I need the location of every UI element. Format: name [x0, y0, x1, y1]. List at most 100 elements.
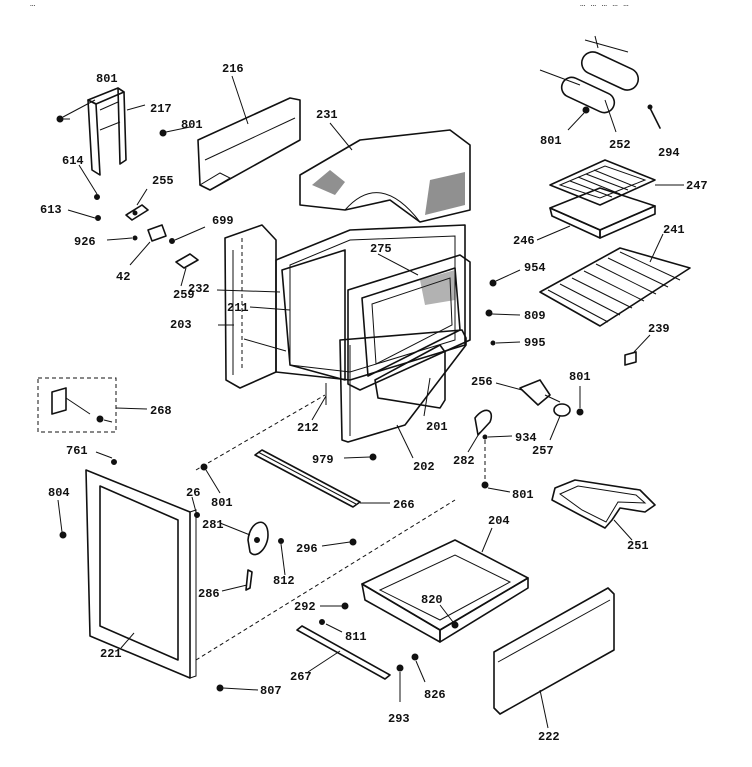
door-panel-202 [339, 329, 467, 443]
callout-282: 282 [453, 454, 475, 468]
callout-926: 926 [74, 235, 96, 249]
callout-820: 820 [421, 593, 443, 607]
callout-286: 286 [198, 587, 220, 601]
bracket-282 [467, 409, 493, 453]
header-left-text: … [30, 0, 35, 9]
callout-296: 296 [296, 542, 318, 556]
callout-995: 995 [524, 336, 546, 350]
callout-239: 239 [648, 322, 670, 336]
back-panel-216 [197, 97, 301, 191]
clip-926 [106, 235, 138, 241]
callout-613: 613 [40, 203, 62, 217]
screw-26 [191, 496, 200, 518]
callout-801: 801 [540, 134, 562, 148]
callout-281: 281 [202, 518, 224, 532]
callout-954: 954 [524, 261, 546, 275]
broiler-grid-247 [549, 159, 656, 206]
screw-292 [320, 602, 349, 610]
callout-807: 807 [260, 684, 282, 698]
callout-293: 293 [388, 712, 410, 726]
oven-rack-241 [539, 247, 691, 327]
pin-294 [647, 104, 661, 129]
bracket-259 [175, 253, 199, 287]
callout-211: 211 [227, 301, 249, 315]
callout-809: 809 [524, 309, 546, 323]
screw-804 [57, 499, 67, 539]
callout-255: 255 [152, 174, 174, 188]
callout-275: 275 [370, 242, 392, 256]
element-251 [551, 479, 656, 529]
door-liner-201 [374, 344, 446, 409]
screw-826 [411, 653, 426, 683]
broiler-pan-246 [549, 187, 656, 239]
callout-699: 699 [212, 214, 234, 228]
spring-286 [245, 569, 253, 591]
callout-804: 804 [48, 486, 70, 500]
screw-801f [481, 440, 511, 493]
callout-217: 217 [150, 102, 172, 116]
screw-761 [95, 451, 117, 465]
callout-979: 979 [312, 453, 334, 467]
callout-801: 801 [96, 72, 118, 86]
callout-801: 801 [512, 488, 534, 502]
bracket-268 [37, 377, 117, 433]
callout-204: 204 [488, 514, 510, 528]
hinge-281 [247, 521, 269, 556]
callout-934: 934 [515, 431, 537, 445]
screw-809 [485, 309, 521, 317]
callout-761: 761 [66, 444, 88, 458]
clip-934 [482, 434, 513, 440]
callout-801: 801 [569, 370, 591, 384]
screw-812 [278, 538, 286, 576]
callout-212: 212 [297, 421, 319, 435]
callout-292: 292 [294, 600, 316, 614]
broiler-pan-252b [539, 69, 616, 114]
rail-266 [254, 449, 361, 508]
clip-995 [490, 340, 521, 346]
screw-801d [567, 106, 590, 131]
screw-613 [67, 209, 101, 221]
inner-liner-211 [281, 249, 346, 381]
callout-203: 203 [170, 318, 192, 332]
callout-259: 259 [173, 288, 195, 302]
callout-257: 257 [532, 444, 554, 458]
oven-frame-275 [347, 254, 471, 391]
callout-222: 222 [538, 730, 560, 744]
callout-294: 294 [658, 146, 680, 160]
callout-42: 42 [116, 270, 130, 284]
door-221 [85, 469, 197, 679]
callout-246: 246 [513, 234, 535, 248]
lens-257 [549, 403, 571, 441]
screw-801e [576, 386, 584, 416]
screw-801a [56, 115, 70, 123]
callout-252: 252 [609, 138, 631, 152]
callout-216: 216 [222, 62, 244, 76]
callout-232: 232 [188, 282, 210, 296]
screw-293 [396, 664, 404, 702]
screw-801c [200, 463, 221, 494]
drawer-204 [361, 539, 529, 643]
callout-201: 201 [426, 420, 448, 434]
slide-267 [296, 625, 391, 680]
callout-267: 267 [290, 670, 312, 684]
callout-241: 241 [663, 223, 685, 237]
callout-26: 26 [186, 486, 200, 500]
callout-801: 801 [211, 496, 233, 510]
callout-251: 251 [627, 539, 649, 553]
screw-979 [343, 453, 377, 461]
callout-231: 231 [316, 108, 338, 122]
callout-826: 826 [424, 688, 446, 702]
callout-202: 202 [413, 460, 435, 474]
header-right-text: … … … … … [580, 0, 629, 9]
callout-268: 268 [150, 404, 172, 418]
screw-801b [159, 126, 191, 137]
tab-239 [624, 334, 651, 366]
screw-296 [321, 538, 357, 547]
side-bracket-217 [87, 87, 127, 176]
lamp-socket-256 [519, 379, 561, 406]
bracket-255 [125, 204, 149, 221]
callout-256: 256 [471, 375, 493, 389]
screw-811 [319, 619, 343, 633]
screw-699 [169, 226, 206, 244]
